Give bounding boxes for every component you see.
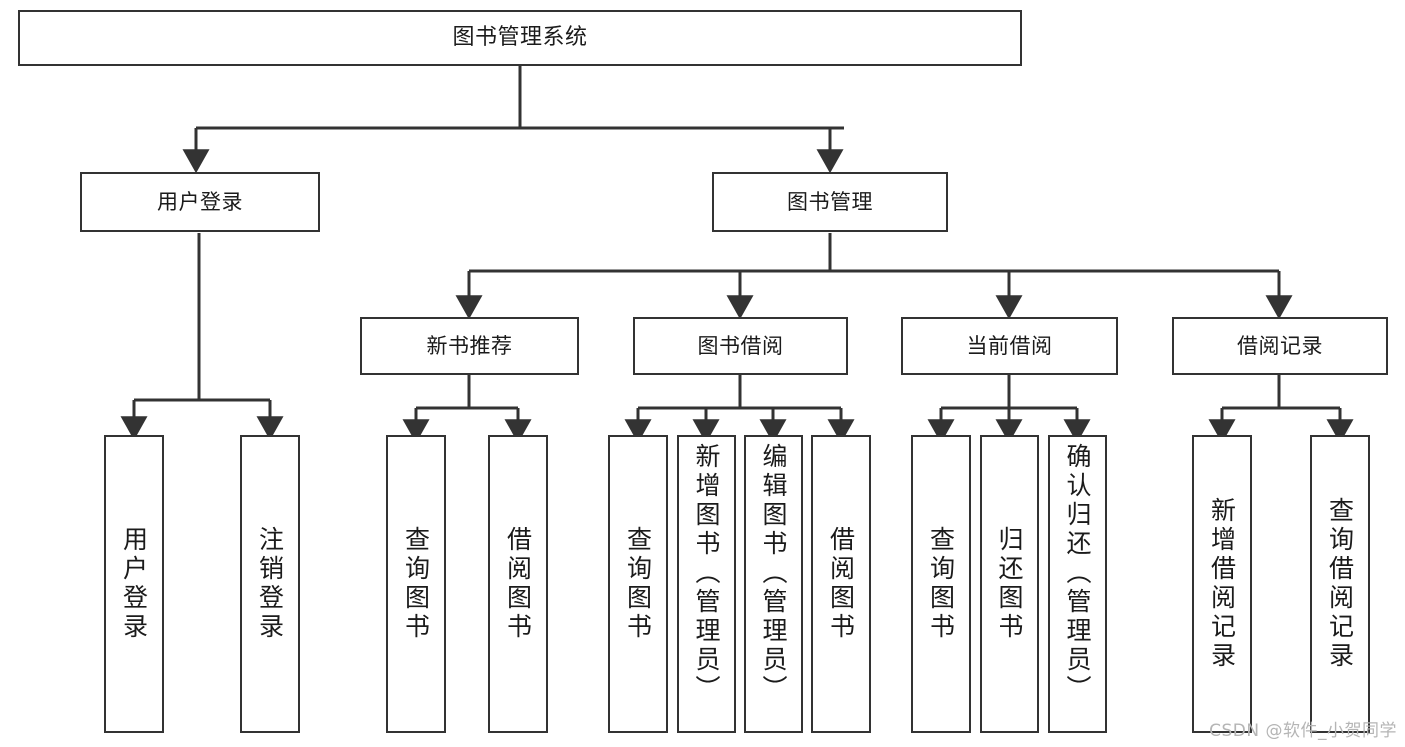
node-current-borrow[interactable]: 当前借阅	[901, 317, 1118, 375]
node-label: 用户登录	[157, 189, 243, 214]
leaf-borrow-book-newbook[interactable]: 借阅图书	[488, 435, 548, 733]
node-label: 新增借阅记录	[1207, 497, 1237, 671]
node-book-management[interactable]: 图书管理	[712, 172, 948, 232]
node-label: 借阅图书	[826, 526, 856, 642]
leaf-add-borrow-record[interactable]: 新增借阅记录	[1192, 435, 1252, 733]
node-label: 当前借阅	[966, 333, 1053, 358]
leaf-query-book-newbook[interactable]: 查询图书	[386, 435, 446, 733]
node-label: 确认归还（管理员）	[1063, 443, 1092, 704]
leaf-query-book-borrow[interactable]: 查询图书	[608, 435, 668, 733]
node-label: 新书推荐	[426, 333, 513, 358]
node-user-login[interactable]: 用户登录	[80, 172, 320, 232]
leaf-logout[interactable]: 注销登录	[240, 435, 300, 733]
leaf-query-book-current[interactable]: 查询图书	[911, 435, 971, 733]
leaf-borrow-book-borrow[interactable]: 借阅图书	[811, 435, 871, 733]
leaf-return-book[interactable]: 归还图书	[980, 435, 1039, 733]
node-borrow-records[interactable]: 借阅记录	[1172, 317, 1388, 375]
node-label: 借阅记录	[1237, 333, 1323, 358]
node-label: 图书管理	[787, 189, 873, 214]
leaf-add-book-admin[interactable]: 新增图书（管理员）	[677, 435, 736, 733]
node-label: 用户登录	[119, 526, 149, 642]
node-label: 查询图书	[623, 526, 653, 642]
node-book-borrow[interactable]: 图书借阅	[633, 317, 848, 375]
node-label: 图书管理系统	[452, 25, 588, 51]
node-label: 借阅图书	[503, 526, 533, 642]
node-label: 查询图书	[401, 526, 431, 642]
node-label: 注销登录	[255, 526, 285, 642]
leaf-user-login[interactable]: 用户登录	[104, 435, 164, 733]
leaf-confirm-return-admin[interactable]: 确认归还（管理员）	[1048, 435, 1107, 733]
node-label: 归还图书	[995, 526, 1024, 642]
node-label: 新增图书（管理员）	[692, 443, 721, 704]
node-root-book-management-system[interactable]: 图书管理系统	[18, 10, 1022, 66]
leaf-edit-book-admin[interactable]: 编辑图书（管理员）	[744, 435, 803, 733]
node-label: 查询图书	[926, 526, 956, 642]
node-label: 编辑图书（管理员）	[759, 443, 788, 704]
leaf-query-borrow-record[interactable]: 查询借阅记录	[1310, 435, 1370, 733]
node-label: 图书借阅	[697, 333, 784, 358]
node-new-book-recommend[interactable]: 新书推荐	[360, 317, 579, 375]
node-label: 查询借阅记录	[1325, 497, 1355, 671]
watermark: CSDN @软件_小贺同学	[1209, 721, 1397, 741]
